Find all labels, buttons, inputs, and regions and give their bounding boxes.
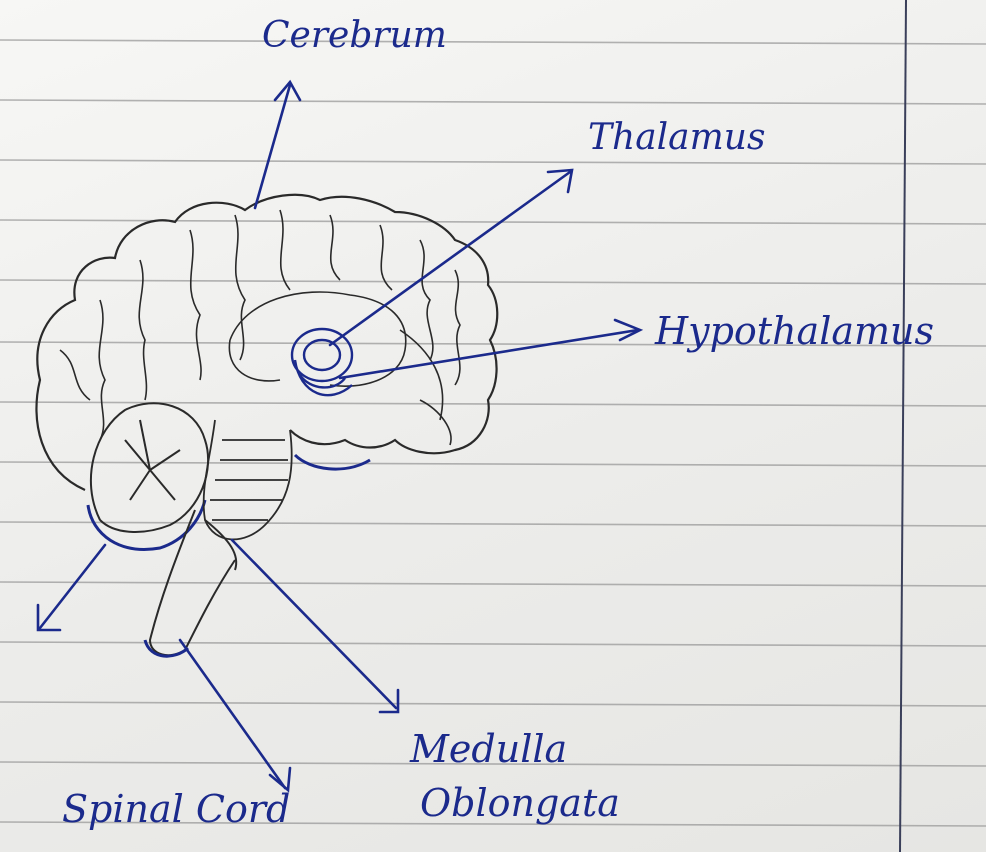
thalamus-arrow	[330, 172, 570, 345]
label-oblongata: Oblongata	[420, 784, 620, 822]
brainstem	[204, 420, 292, 539]
cerebellum	[91, 403, 208, 532]
label-thalamus: Thalamus	[588, 120, 765, 156]
label-hypothalamus: Hypothalamus	[655, 312, 934, 350]
margin-line	[900, 0, 906, 852]
ruled-lines	[0, 40, 986, 826]
label-medulla: Medulla	[410, 730, 567, 768]
pons-ink	[295, 455, 370, 469]
thalamus-region	[292, 329, 352, 395]
label-cerebrum: Cerebrum	[262, 18, 447, 54]
cerebellum-arrow	[40, 545, 105, 628]
hypothalamus-arrow	[340, 330, 638, 378]
cerebrum-arrow	[255, 85, 290, 208]
label-spinal-cord: Spinal Cord	[62, 790, 290, 828]
medulla-arrow	[232, 540, 396, 708]
spinal-cord-arrow	[180, 640, 285, 788]
leader-lines	[38, 82, 640, 790]
